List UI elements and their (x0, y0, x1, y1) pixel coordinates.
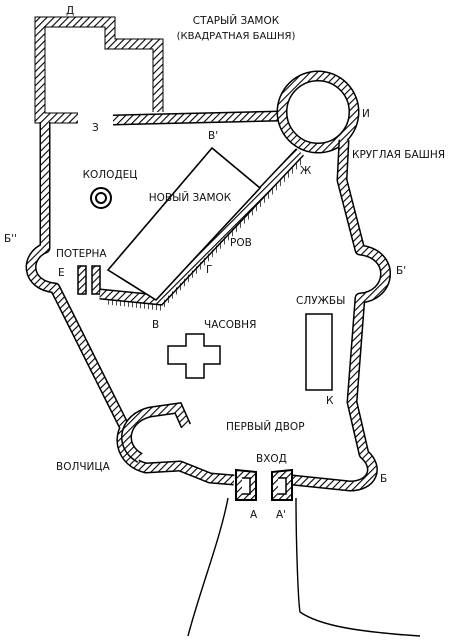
point-e: Е (58, 267, 65, 279)
old-castle-wall (34, 16, 164, 124)
postern-label: ПОТЕРНА (56, 248, 107, 260)
square-tower-label: (КВАДРАТНАЯ БАШНЯ) (176, 31, 296, 42)
wolf-tower (121, 401, 192, 463)
new-castle (106, 146, 262, 302)
round-tower-label: КРУГЛАЯ БАШНЯ (352, 149, 446, 161)
well-label: КОЛОДЕЦ (82, 169, 138, 181)
north-curtain-wall (112, 110, 281, 126)
point-z: З (92, 122, 99, 134)
gate-towers (235, 468, 293, 501)
point-k: К (326, 395, 334, 407)
new-castle-label: НОВЫЙ ЗАМОК (148, 192, 232, 204)
point-b-prime: Б' (396, 265, 407, 277)
point-v-prime: В' (208, 130, 219, 142)
moat-label: РОВ (230, 237, 252, 249)
chapel-cross (167, 333, 221, 379)
well-icon (90, 187, 112, 209)
point-g: Г (206, 264, 213, 276)
point-i: И (362, 108, 370, 120)
moat-wall (99, 148, 304, 311)
point-d: Д (66, 5, 75, 17)
point-zh: Ж (300, 165, 312, 177)
point-a: А (250, 509, 258, 521)
services-label: СЛУЖБЫ (296, 295, 346, 307)
postern-gate (77, 265, 101, 295)
services-building (305, 313, 333, 391)
point-b: Б (380, 473, 388, 485)
round-tower (276, 70, 360, 154)
point-b-dprime: Б'' (4, 233, 17, 245)
entrance-label: ВХОД (256, 453, 287, 465)
point-a-prime: А' (276, 509, 287, 521)
wolf-label: ВОЛЧИЦА (56, 461, 110, 473)
rock-outline (187, 497, 421, 637)
chapel-label: ЧАСОВНЯ (204, 319, 257, 331)
point-v: В (152, 319, 160, 331)
old-castle-label: СТАРЫЙ ЗАМОК (192, 15, 280, 27)
first-court-label: ПЕРВЫЙ ДВОР (226, 421, 305, 433)
